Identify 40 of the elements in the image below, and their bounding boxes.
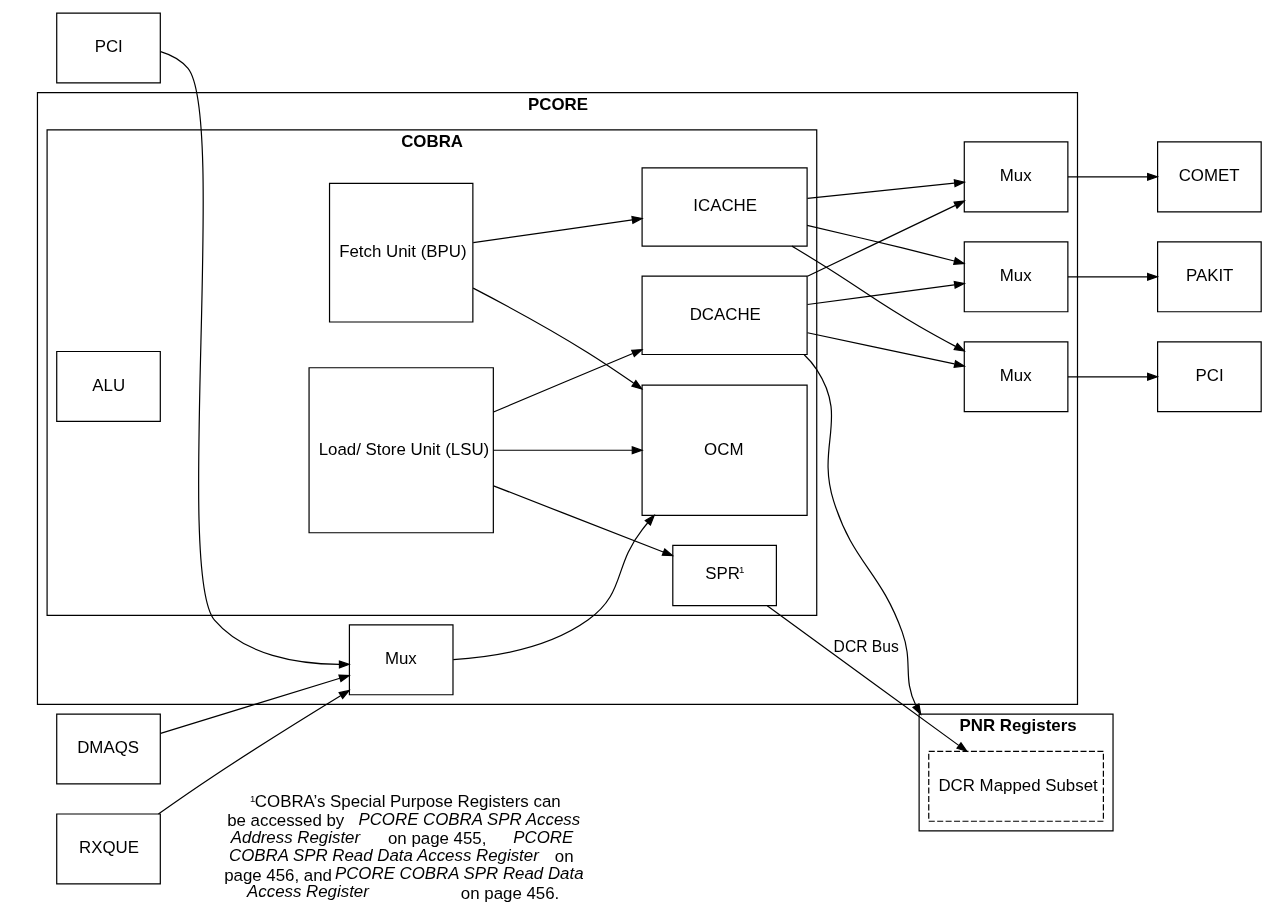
- arrow: [492, 446, 644, 455]
- node-box: COMET: [1156, 141, 1262, 213]
- node-box: Mux: [348, 624, 454, 696]
- node-box: OCM: [641, 384, 808, 516]
- node-box: PCI: [1156, 341, 1262, 413]
- arrow: [1066, 372, 1159, 381]
- arrow: [1066, 172, 1159, 182]
- arrow: [806, 224, 966, 265]
- node-box: Fetch Unit (BPU): [328, 182, 473, 323]
- arrow: [472, 215, 644, 244]
- arrow: [452, 514, 655, 661]
- arrow: [1066, 272, 1159, 282]
- arrow: [159, 50, 351, 669]
- arrow: [803, 354, 922, 716]
- node-box: SPR$^{1}$: [671, 544, 777, 607]
- arrow: [159, 674, 351, 734]
- node-box: DMAQS: [55, 713, 161, 785]
- node-box: DCACHE: [641, 275, 808, 356]
- arrow: [790, 245, 966, 352]
- arrow: [492, 348, 644, 413]
- arrow: [806, 200, 966, 277]
- node-box: Mux: [963, 141, 1068, 213]
- arrow: [492, 485, 674, 557]
- node-box: PCI: [55, 12, 161, 84]
- arrow: [472, 287, 643, 390]
- node-box: ALU: [55, 350, 161, 422]
- label: $^{1}$COBRA’s Special Purpose Registers can be accessed by PCORE COBRA SPR Access Address Register on page 455, PCORE COBRA SPR Read Data Access Register on page 456, and PCORE COBRA SPR Read Data Access Register on page 456.: [223, 792, 584, 903]
- arrow: [806, 332, 966, 369]
- node-box: Mux: [963, 241, 1068, 313]
- arrow: [806, 280, 966, 306]
- arrow: [766, 605, 968, 753]
- node-box: Mux: [963, 341, 1068, 413]
- node-box: PAKIT: [1156, 241, 1262, 313]
- node-box: Load/ Store Unit (LSU): [307, 367, 494, 534]
- node-box: ICACHE: [641, 167, 808, 247]
- arrow: [806, 179, 966, 200]
- arrow: [157, 689, 351, 815]
- edge-label: DCR Bus: [833, 637, 899, 655]
- node-box: DCR Mapped Subset: [927, 750, 1104, 822]
- node-box: RXQUE: [55, 813, 161, 885]
